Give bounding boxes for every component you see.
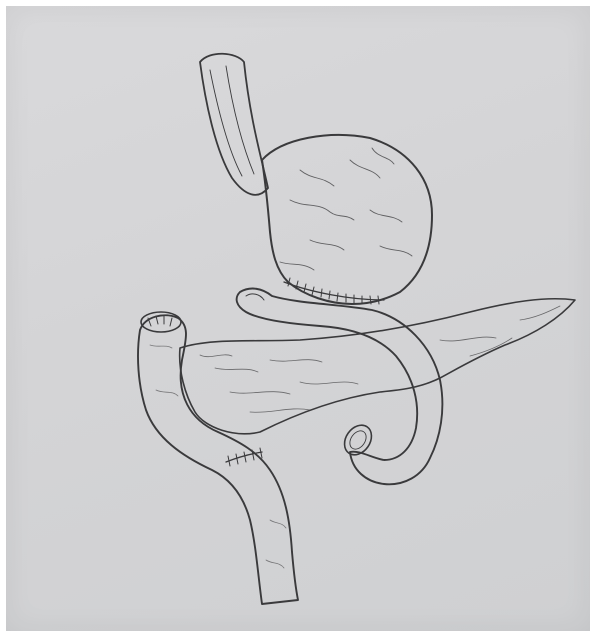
stomach (262, 135, 432, 304)
esophagus (200, 54, 268, 195)
jejunal-limb (237, 289, 443, 485)
distal-jejunum (138, 315, 298, 604)
pancreas (180, 299, 575, 434)
jejunojejunal-anastomosis (226, 448, 262, 466)
bowel-stump (339, 420, 377, 460)
gastric-staple-line (284, 278, 384, 304)
